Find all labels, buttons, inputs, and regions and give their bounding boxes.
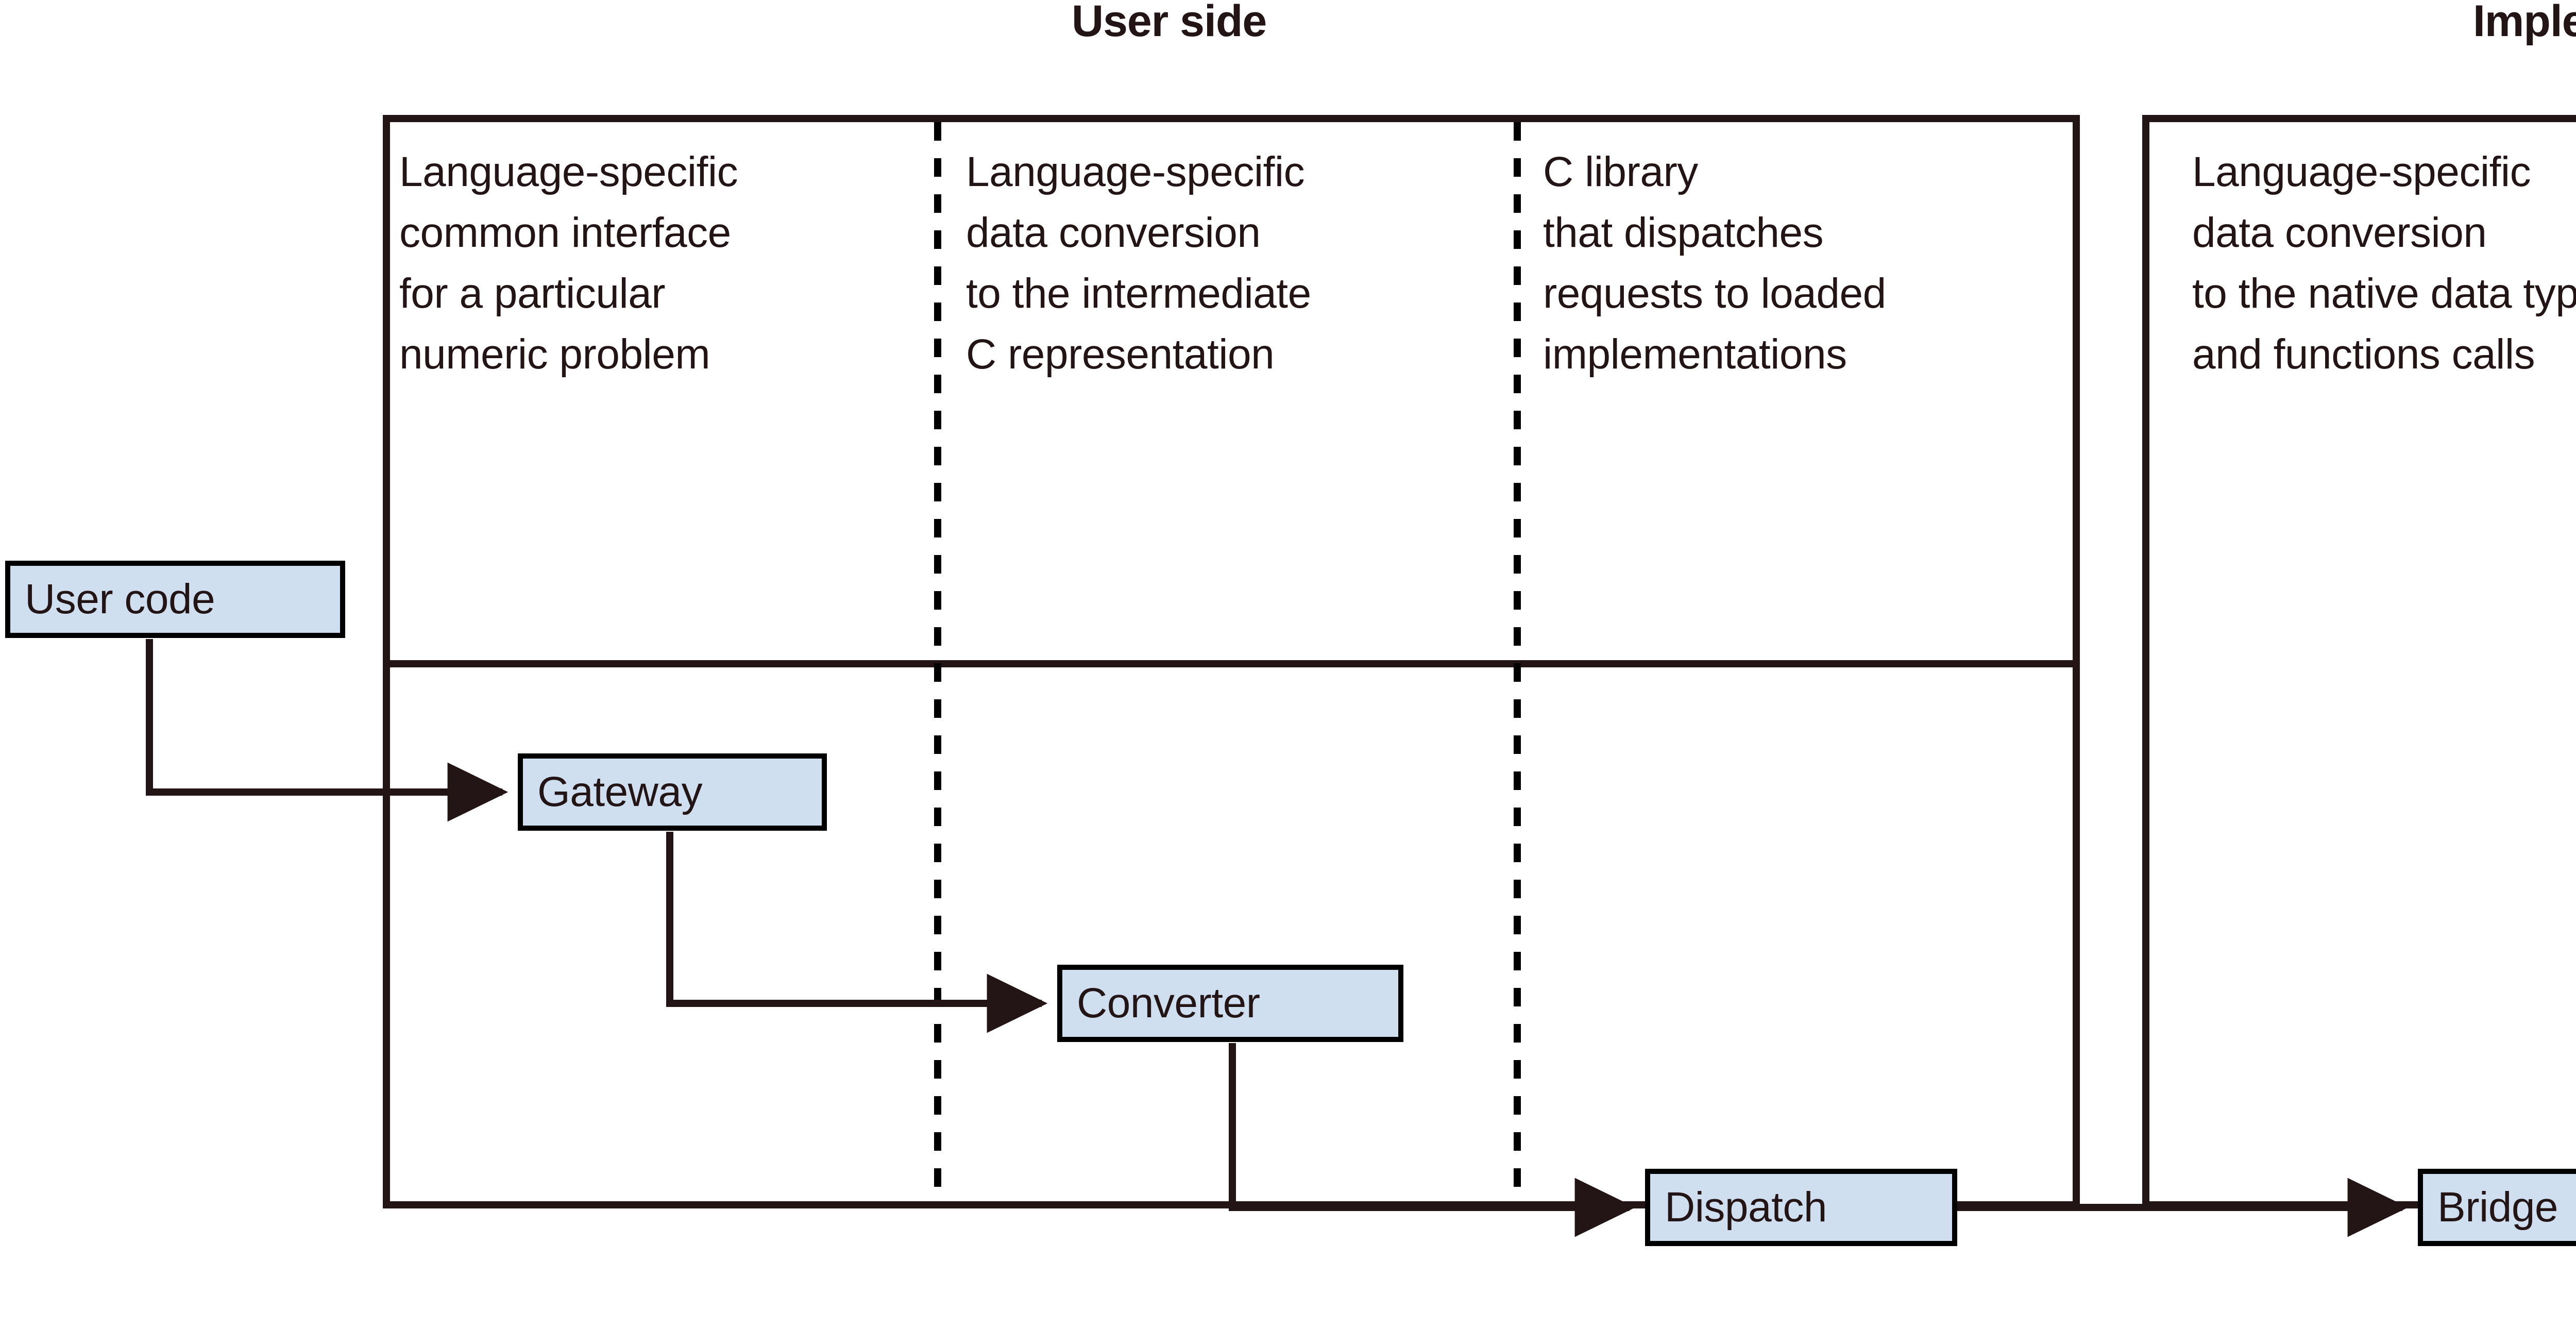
user-column-text-data-conversion: Language-specific data conversion to the… [966, 148, 1311, 378]
edge-gateway-converter [666, 832, 1048, 1033]
user-column-text-common-interface: Language-specific common interface for a… [399, 148, 738, 378]
node-converter-label: Converter [1077, 980, 1260, 1027]
node-gateway[interactable]: Gateway [518, 753, 827, 831]
edge-converter-dispatch [1229, 1043, 1636, 1237]
node-bridge-label: Bridge [2437, 1184, 2558, 1231]
node-bridge[interactable]: Bridge [2418, 1169, 2576, 1246]
user-column-text-c-library: C library that dispatches requests to lo… [1543, 148, 1886, 378]
node-user-code[interactable]: User code [5, 561, 345, 638]
impl-column-text-native-conversion: Language-specific data conversion to the… [2192, 148, 2576, 378]
node-gateway-label: Gateway [537, 768, 703, 815]
implementation-side-frame [2142, 115, 2576, 1208]
edge-usercode-gateway [146, 639, 509, 822]
user-side-title: User side [1072, 0, 1267, 46]
node-converter[interactable]: Converter [1057, 965, 1403, 1042]
node-user-code-label: User code [25, 576, 215, 623]
node-dispatch[interactable]: Dispatch [1645, 1169, 1957, 1246]
node-dispatch-label: Dispatch [1665, 1184, 1827, 1231]
implementation-side-title: Implementation side [2473, 0, 2576, 46]
